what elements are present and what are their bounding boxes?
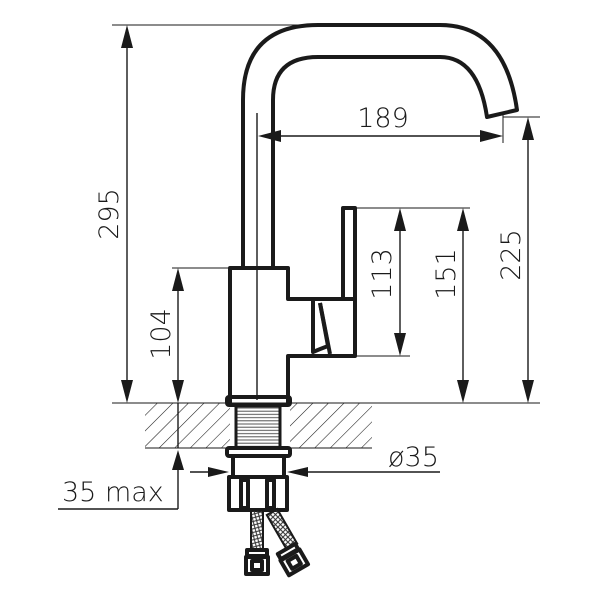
dimension-total-height: 295 [94,24,300,403]
dimension-base-diameter: ø35 [190,442,440,477]
countertop-section [145,403,372,449]
dimension-body-height: 104 [146,267,230,403]
label-base-diameter: ø35 [388,442,439,473]
flex-hoses [244,507,311,578]
dimension-handle-top-height: 151 [355,207,470,403]
label-max-counter-thickness: 35 max [62,477,164,508]
dimension-spout-reach: 189 [258,103,504,143]
fixing-nut [227,475,289,512]
label-body-height: 104 [146,308,177,360]
label-handle-length: 113 [367,248,398,300]
dimension-max-counter-thickness: 35 max [58,403,184,510]
label-spout-reach: 189 [357,103,409,134]
dimension-outlet-height: 225 [496,116,540,403]
label-handle-top-height: 151 [431,248,462,300]
faucet-body [225,23,519,407]
label-total-height: 295 [94,188,125,240]
dimension-handle-length: 113 [355,208,410,357]
threaded-shank [225,404,292,476]
label-outlet-height: 225 [496,229,527,281]
